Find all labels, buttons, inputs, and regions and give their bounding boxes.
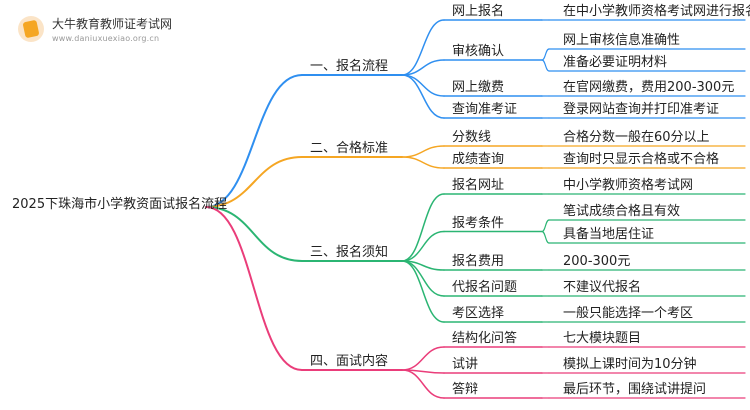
site-logo: 大牛教育教师证考试网 www.daniuxuexiao.org.cn [10, 10, 173, 50]
branch-connector [205, 74, 303, 208]
subtopic: 成绩查询 [452, 152, 505, 167]
item-connector [401, 230, 445, 262]
subtopic: 考区选择 [452, 306, 505, 321]
detail-text: 笔试成绩合格且有效 [563, 204, 681, 219]
detail-text: 中小学教师资格考试网 [563, 178, 694, 193]
logo-title: 大牛教育教师证考试网 [52, 17, 173, 31]
subtopic: 分数线 [452, 130, 492, 145]
branch-topic: 四、面试内容 [310, 354, 389, 369]
detail-connector [541, 230, 550, 244]
item-connector [401, 346, 445, 371]
detail-text: 查询时只显示合格或不合格 [563, 152, 720, 167]
subtopic: 代报名问题 [452, 280, 518, 295]
item-connector [401, 59, 445, 76]
logo-url: www.daniuxuexiao.org.cn [52, 34, 160, 43]
detail-text: 一般只能选择一个考区 [563, 306, 694, 321]
subtopic: 报考条件 [452, 215, 505, 231]
item-connector [401, 369, 445, 399]
detail-text: 在官网缴费，费用200-300元 [563, 80, 735, 95]
detail-text: 网上审核信息准确性 [563, 33, 681, 48]
detail-text: 模拟上课时间为10分钟 [563, 357, 697, 372]
detail-text: 合格分数一般在60分以上 [563, 130, 710, 145]
detail-text: 200-300元 [563, 254, 631, 269]
item-connector [401, 74, 445, 119]
branch-topic: 二、合格标准 [310, 141, 389, 156]
item-connector [401, 260, 445, 323]
detail-text: 登录网站查询并打印准考证 [563, 102, 720, 117]
detail-text: 准备必要证明材料 [563, 55, 668, 70]
subtopic: 报名网址 [452, 178, 505, 193]
subtopic: 答辩 [452, 382, 479, 397]
detail-text: 具备当地居住证 [563, 227, 655, 242]
subtopic: 报名费用 [452, 254, 505, 269]
detail-connector [541, 48, 550, 61]
item-connector [401, 193, 445, 262]
detail-text: 不建议代报名 [563, 280, 642, 295]
branch-connector [205, 206, 303, 371]
subtopic: 查询准考证 [452, 102, 518, 117]
branch-connector [205, 156, 303, 208]
item-connector [401, 156, 445, 169]
subtopic: 网上报名 [452, 4, 505, 19]
branch-connector [205, 206, 303, 262]
detail-connector [541, 59, 550, 72]
subtopic: 审核确认 [452, 44, 505, 59]
subtopic: 结构化问答 [452, 331, 518, 346]
item-connector [401, 145, 445, 158]
branch-topic: 三、报名须知 [310, 245, 389, 260]
detail-text: 最后环节，围绕试讲提问 [563, 382, 707, 397]
item-connector [401, 74, 445, 97]
detail-text: 七大模块题目 [563, 331, 642, 346]
root-topic: 2025下珠海市小学教资面试报名流程 [12, 197, 228, 212]
subtopic: 试讲 [452, 357, 479, 372]
detail-text: 在中小学教师资格考试网进行报名 [563, 4, 750, 19]
item-connector [401, 19, 445, 76]
subtopic: 网上缴费 [452, 80, 505, 95]
detail-connector [541, 219, 550, 233]
branch-topic: 一、报名流程 [310, 59, 389, 74]
